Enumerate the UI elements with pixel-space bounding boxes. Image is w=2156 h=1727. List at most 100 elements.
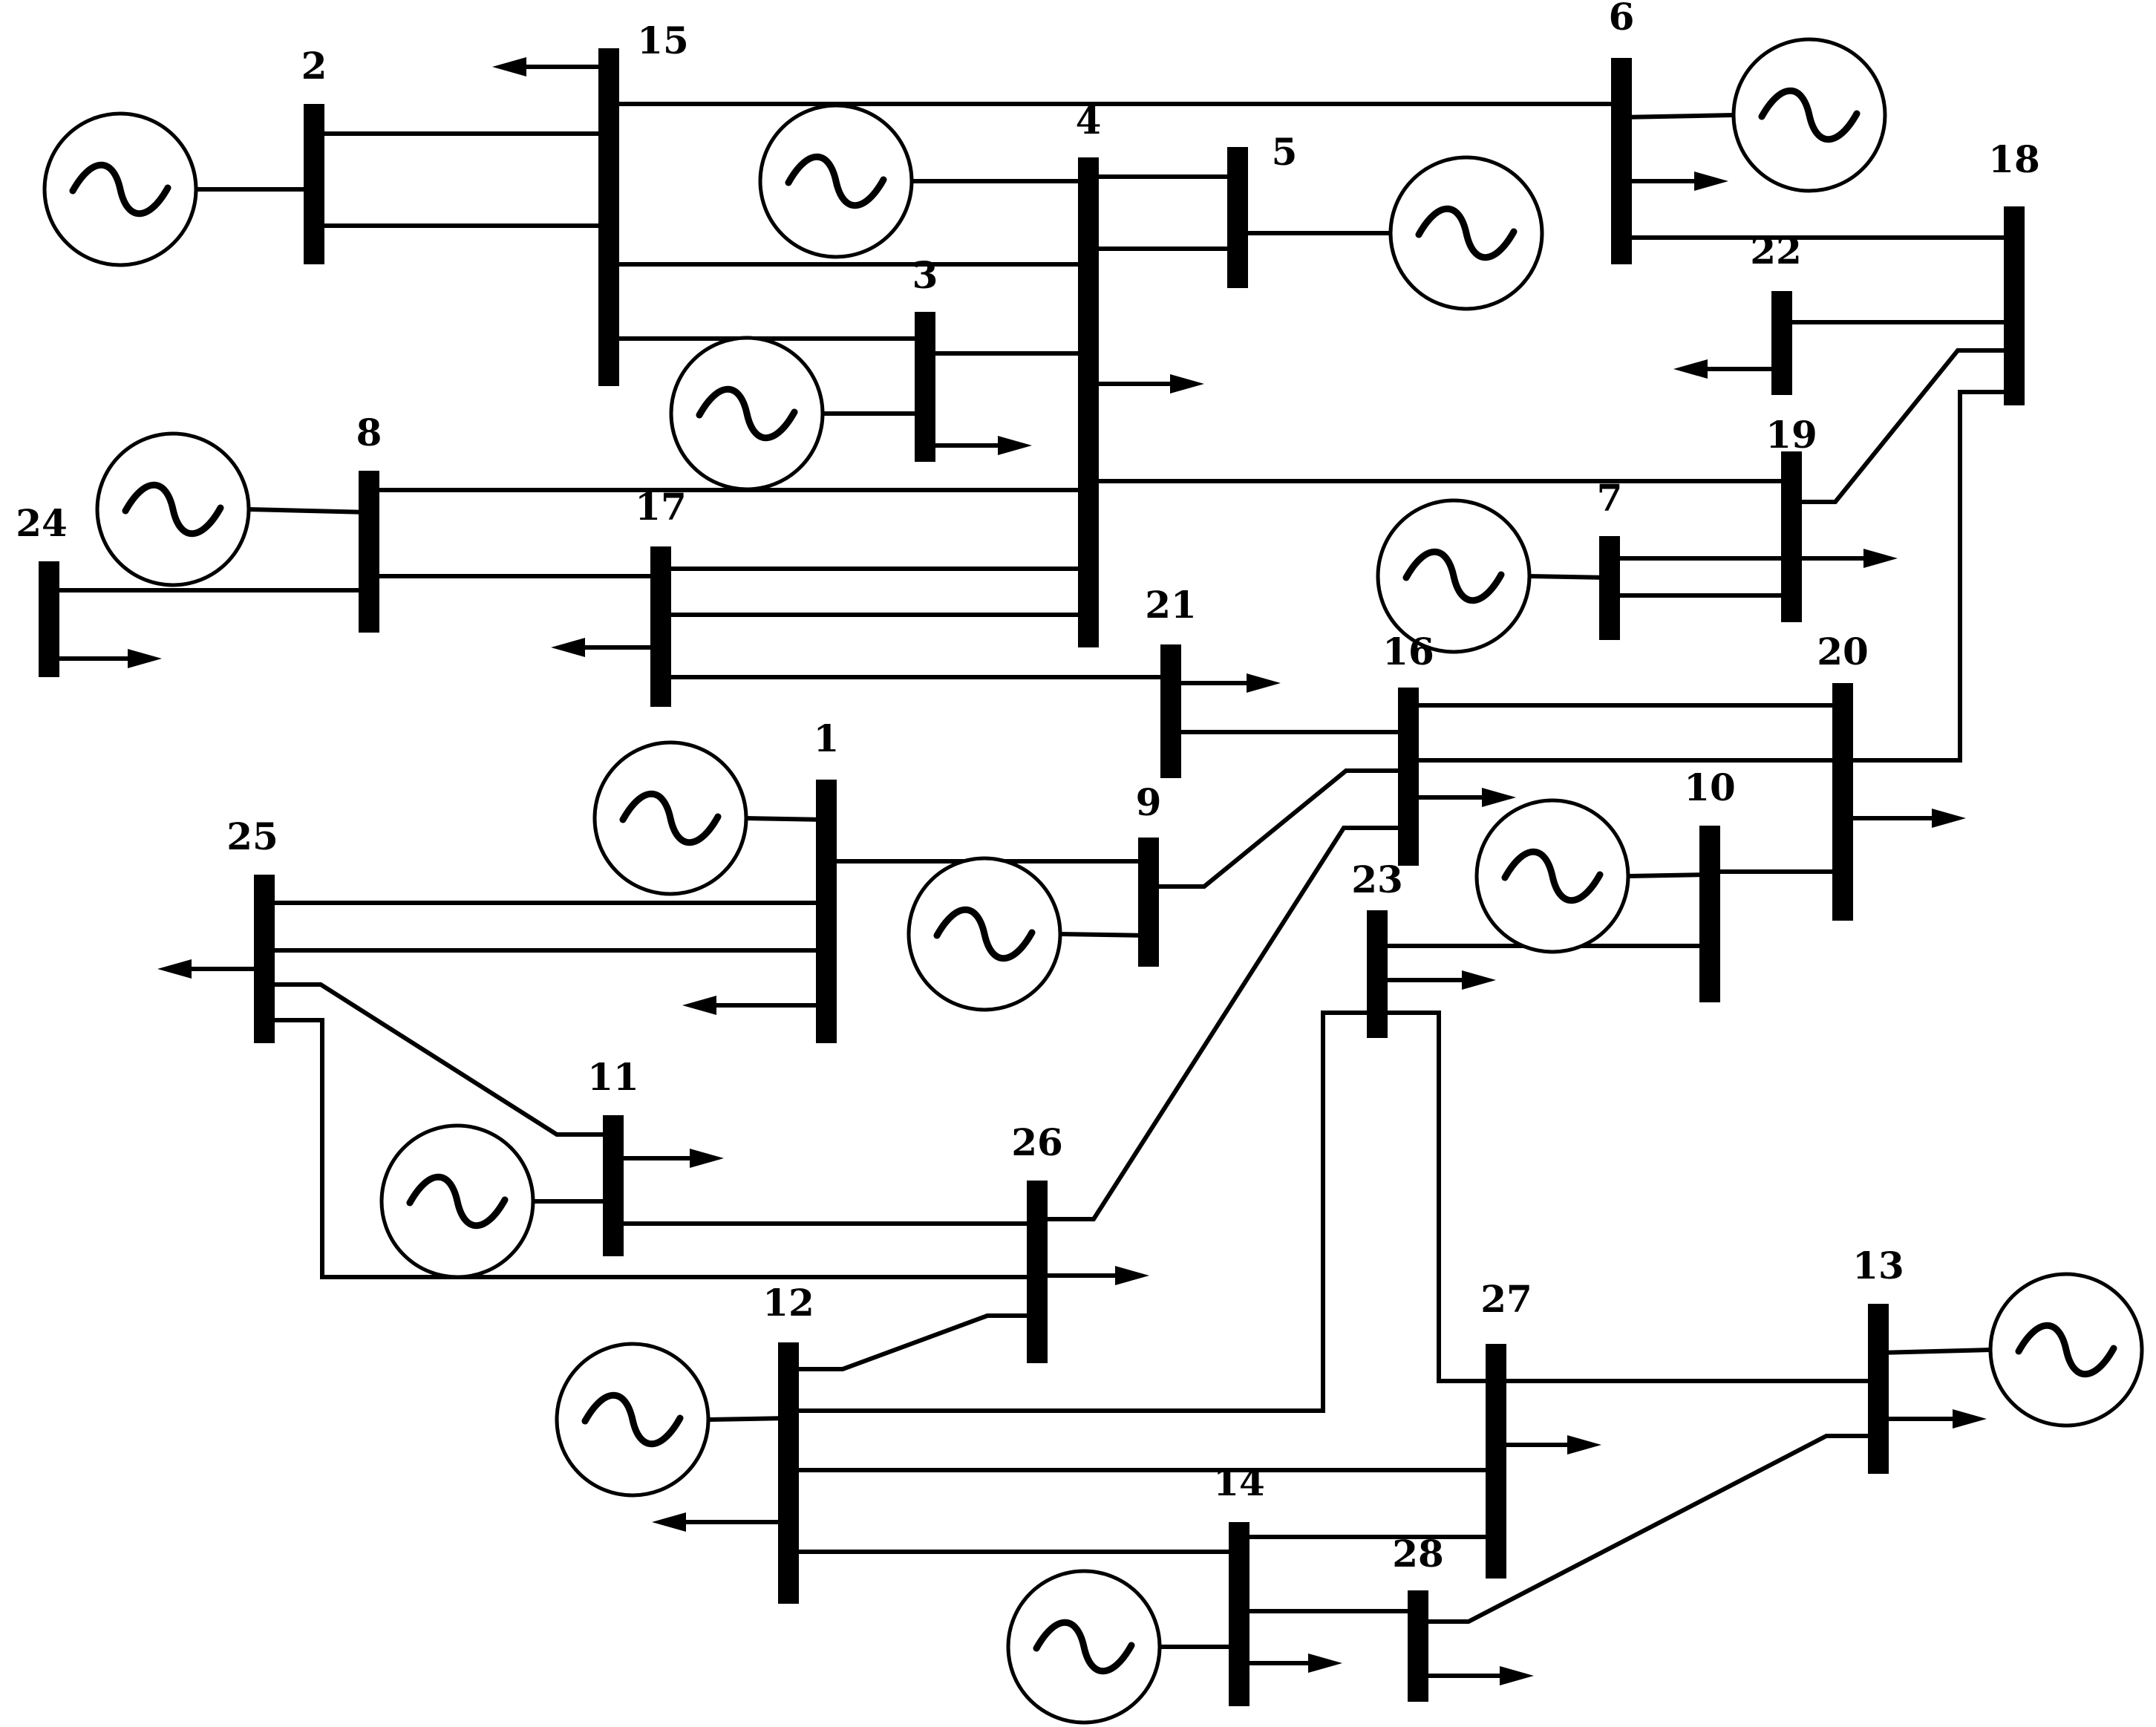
- line-25-26: [264, 1018, 1037, 1279]
- bus-bar-2: [304, 104, 324, 264]
- bus-label-2: 2: [301, 44, 327, 88]
- bus-label-3: 3: [912, 253, 938, 297]
- generator-link-7: [1529, 574, 1610, 580]
- bus-label-4: 4: [1076, 99, 1102, 143]
- load-arrow-20: [1853, 809, 1966, 828]
- bus-label-1: 1: [814, 716, 840, 760]
- bus-label-24: 24: [16, 501, 68, 545]
- bus-bar-24: [39, 561, 59, 677]
- bus-bar-22: [1771, 291, 1792, 395]
- bus-label-10: 10: [1684, 765, 1736, 809]
- bus-bar-10: [1699, 826, 1720, 1002]
- bus-label-28: 28: [1392, 1532, 1444, 1576]
- generator-link-1: [745, 816, 827, 822]
- load-arrow-26: [1048, 1266, 1149, 1285]
- load-arrow-1: [682, 996, 816, 1015]
- generator-icon-8: [95, 431, 251, 587]
- load-arrow-14: [1250, 1653, 1342, 1673]
- load-arrow-15: [492, 57, 598, 76]
- bus-bar-15: [598, 48, 619, 386]
- bus-label-18: 18: [1988, 137, 2040, 181]
- bus-bar-7: [1599, 536, 1620, 640]
- generator-icon-12: [555, 1342, 710, 1498]
- bus-bar-17: [650, 546, 671, 707]
- bus-label-7: 7: [1597, 476, 1623, 520]
- bus-label-12: 12: [762, 1281, 814, 1325]
- generator-icon-4: [758, 103, 914, 259]
- generator-link-8: [248, 507, 370, 515]
- generator-icon-14: [1006, 1569, 1162, 1725]
- load-arrow-11: [624, 1149, 724, 1168]
- generator-icon-10: [1474, 798, 1630, 954]
- line-9-16: [1149, 768, 1408, 889]
- bus-label-13: 13: [1852, 1244, 1904, 1287]
- line-12-26: [788, 1313, 1037, 1371]
- bus-label-23: 23: [1351, 858, 1403, 901]
- bus-bar-20: [1832, 683, 1853, 921]
- bus-label-9: 9: [1136, 780, 1162, 824]
- generator-icon-2: [42, 111, 198, 267]
- bus-label-17: 17: [635, 485, 687, 529]
- generator-link-9: [1059, 932, 1149, 938]
- generator-icon-1: [592, 740, 748, 896]
- line-25-11: [264, 982, 613, 1137]
- bus-label-8: 8: [356, 411, 382, 454]
- generator-icon-7: [1376, 498, 1532, 654]
- line-26-16: [1037, 826, 1408, 1221]
- buses: [39, 48, 2025, 1706]
- generator-icon-13: [1988, 1272, 2144, 1428]
- generator-link-10: [1627, 872, 1711, 878]
- load-arrow-16: [1419, 788, 1516, 807]
- bus-bar-28: [1408, 1590, 1428, 1702]
- bus-label-19: 19: [1765, 413, 1817, 457]
- line-12-23: [788, 1011, 1377, 1413]
- bus-label-22: 22: [1750, 229, 1802, 272]
- bus-bar-21: [1160, 644, 1181, 778]
- generator-icon-11: [379, 1123, 535, 1279]
- bus-bar-12: [778, 1342, 799, 1604]
- bus-bar-23: [1367, 910, 1388, 1038]
- bus-label-11: 11: [587, 1055, 639, 1099]
- bus-bar-1: [816, 780, 837, 1043]
- generator-link-12: [708, 1416, 789, 1422]
- load-arrows: [59, 57, 1987, 1685]
- load-arrow-13: [1889, 1409, 1987, 1429]
- load-arrow-4: [1099, 374, 1204, 394]
- bus-bar-13: [1868, 1304, 1889, 1474]
- bus-bar-4: [1078, 157, 1099, 647]
- generator-connections: [196, 113, 1991, 1649]
- bus-label-26: 26: [1011, 1120, 1063, 1164]
- generators: [42, 37, 2144, 1725]
- generator-icon-6: [1731, 37, 1887, 193]
- line-19-18: [1791, 348, 2014, 504]
- load-arrow-3: [935, 436, 1032, 455]
- load-arrow-22: [1673, 359, 1771, 379]
- generator-icon-9: [906, 856, 1062, 1012]
- bus-bar-11: [603, 1115, 624, 1256]
- bus-label-15: 15: [637, 19, 689, 62]
- load-arrow-19: [1802, 549, 1898, 568]
- bus-label-21: 21: [1145, 583, 1197, 627]
- line-20-18: [1843, 390, 2014, 763]
- load-arrow-27: [1506, 1435, 1601, 1455]
- generator-link-6: [1621, 113, 1734, 120]
- generator-icon-3: [669, 336, 825, 492]
- bus-bar-14: [1229, 1522, 1250, 1706]
- bus-bar-26: [1027, 1181, 1048, 1363]
- bus-bar-9: [1138, 838, 1159, 967]
- load-arrow-12: [652, 1512, 778, 1532]
- bus-label-16: 16: [1382, 630, 1434, 673]
- load-arrow-23: [1388, 970, 1496, 990]
- load-arrow-6: [1632, 172, 1728, 191]
- line-23-27: [1377, 1011, 1496, 1383]
- load-arrow-24: [59, 649, 162, 668]
- bus-bar-8: [359, 471, 379, 633]
- bus-label-6: 6: [1609, 0, 1635, 39]
- bus-bar-18: [2004, 206, 2025, 405]
- bus-bar-3: [915, 312, 935, 462]
- bus-label-25: 25: [226, 814, 278, 858]
- generator-icon-5: [1388, 155, 1544, 311]
- line-28-13: [1418, 1434, 1878, 1624]
